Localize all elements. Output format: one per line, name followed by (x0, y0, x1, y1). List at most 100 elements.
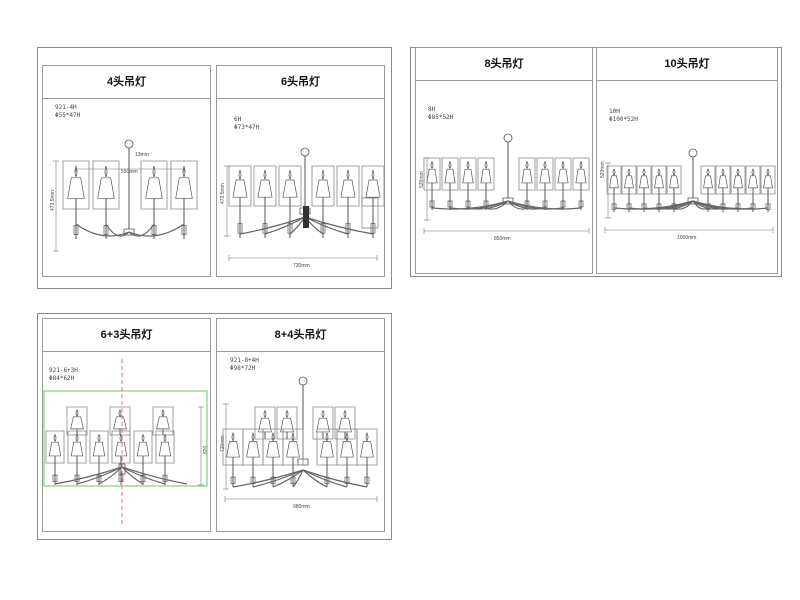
stem-cup (579, 201, 583, 207)
chandelier-6-drawing (217, 66, 384, 276)
candle-flame (105, 166, 107, 177)
candle-flame (485, 162, 487, 169)
inner-shade (71, 442, 83, 456)
chandelier-6-plus-3-drawing (43, 319, 210, 531)
stem-cup (104, 226, 108, 235)
curved-arm (233, 470, 303, 487)
candle-flame (372, 170, 374, 179)
candle-flame (658, 169, 660, 175)
panel-6-plus-3-head-chandelier: 6+3头吊灯 921-6+3H Φ84*62H 620 (42, 318, 211, 532)
stem-cup (766, 204, 770, 209)
curved-arm (303, 470, 327, 487)
candle-flame (562, 162, 564, 169)
highlight-bounding-box (44, 391, 207, 486)
inner-shade (670, 176, 679, 188)
stem-cup (466, 201, 470, 207)
model-number: 6H (234, 116, 242, 123)
candle-flame (286, 411, 288, 418)
inner-shade (159, 442, 171, 456)
model-size: Φ98*72H (230, 365, 256, 372)
curved-arm (122, 467, 187, 484)
model-number: 921-8+4H (230, 357, 259, 364)
candle-flame (264, 170, 266, 179)
candle-flame (153, 166, 155, 177)
candle-flame (628, 169, 630, 175)
inner-shade (558, 169, 568, 183)
inner-shade (93, 442, 105, 456)
curved-arm (644, 201, 693, 209)
stem-cup (74, 226, 78, 235)
width-dimension: 1000mm (677, 235, 697, 241)
model-spec: 6H Φ73*47H (234, 116, 259, 132)
curved-arm (486, 201, 508, 209)
candle-flame (98, 435, 100, 442)
curved-arm (450, 201, 508, 209)
curved-arm (240, 217, 305, 234)
candle-flame (707, 169, 709, 175)
candle-flame (164, 435, 166, 442)
inner-shade (267, 442, 280, 457)
inner-shade (640, 176, 649, 188)
stem-cup (448, 201, 452, 207)
stem-cup (97, 475, 101, 482)
candle-flame (119, 410, 121, 416)
curved-arm (265, 217, 305, 234)
inner-shade (287, 442, 300, 457)
chandelier-8-drawing (416, 48, 592, 273)
candle-flame (54, 435, 56, 442)
candle-flame (162, 410, 164, 416)
candle-flame (737, 169, 739, 175)
inner-shade (258, 180, 272, 197)
chandelier-4-drawing (43, 66, 210, 276)
curved-arm (106, 224, 129, 236)
candle-flame (467, 162, 469, 169)
model-spec: 921-8+4H Φ98*72H (230, 357, 259, 373)
candle-flame (643, 169, 645, 175)
inner-shade (283, 180, 297, 197)
curved-arm (77, 467, 122, 484)
center-hub (124, 229, 134, 235)
inner-shade (719, 176, 728, 188)
panel-title: 6头吊灯 (217, 66, 384, 99)
inner-shade (98, 178, 115, 199)
inner-shade (247, 442, 260, 457)
curved-arm (293, 470, 303, 487)
panel-4-head-chandelier: 4头吊灯 921-4H Φ55*47H 13mm 550mm 473.5mm (42, 65, 211, 277)
inner-shade (341, 180, 355, 197)
center-post (303, 206, 309, 228)
inner-shade (317, 418, 330, 432)
curved-arm (76, 224, 129, 236)
panel-6-head-chandelier: 6头吊灯 6H Φ73*47H 730mm 473.5mm (216, 65, 385, 277)
inner-shade (316, 180, 330, 197)
candle-flame (289, 170, 291, 179)
curved-arm (99, 467, 122, 484)
stem-cup (561, 201, 565, 207)
curved-arm (129, 224, 184, 236)
hanging-ring (301, 148, 309, 156)
candle-flame (346, 433, 348, 441)
stem-cup (543, 201, 547, 207)
inner-shade (115, 442, 127, 456)
inner-shade (704, 176, 713, 188)
inner-shade (137, 442, 149, 456)
model-size: Φ73*47H (234, 124, 260, 131)
candle-flame (366, 433, 368, 441)
candle-flame (526, 162, 528, 169)
inner-shade (227, 442, 240, 457)
candle-flame (292, 433, 294, 441)
panel-title: 6+3头吊灯 (43, 319, 210, 352)
curved-arm (273, 470, 303, 487)
candle-flame (580, 162, 582, 169)
panel-title: 8头吊灯 (416, 48, 592, 81)
candle-flame (272, 433, 274, 441)
panel-title: 4头吊灯 (43, 66, 210, 99)
stem-cup (53, 475, 57, 482)
candle-flame (613, 169, 615, 175)
inner-shade (361, 442, 374, 457)
model-size: Φ55*47H (55, 112, 81, 119)
stem-cup (321, 224, 325, 234)
panel-10-head-chandelier: 10头吊灯 10H Φ100*52H 1000mm 520mm (596, 47, 778, 274)
side-detail-box (362, 198, 378, 228)
width-dimension: 850mm (494, 236, 511, 242)
inner-shade (71, 417, 84, 429)
